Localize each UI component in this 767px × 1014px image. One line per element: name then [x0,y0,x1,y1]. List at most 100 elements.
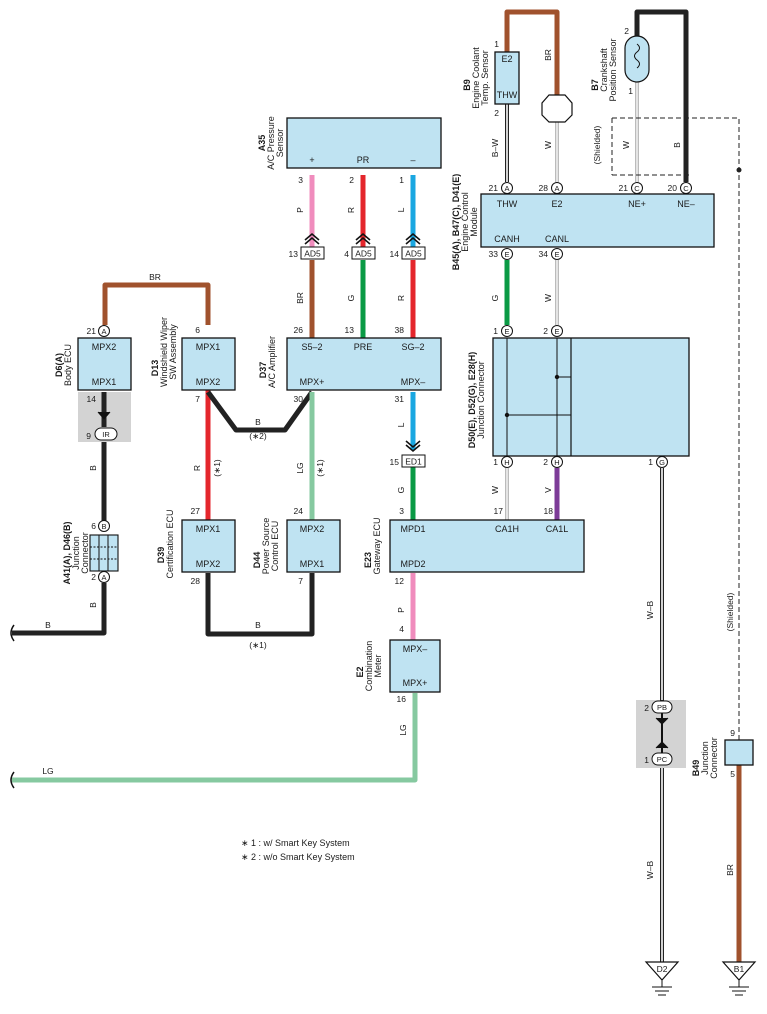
svg-text:30: 30 [294,394,304,404]
svg-text:THW: THW [497,90,518,100]
svg-text:A/C Pressure: A/C Pressure [266,116,276,170]
svg-text:D2: D2 [657,964,668,974]
svg-text:MPX2: MPX2 [196,559,221,569]
svg-text:B9: B9 [462,79,472,91]
svg-text:BR: BR [725,864,735,876]
svg-text:2: 2 [543,326,548,336]
svg-text:MPX+: MPX+ [403,678,428,688]
b9-box [494,51,520,105]
svg-text:–: – [410,155,415,165]
wire-color-labels: BR B (∗2) B (∗1) B LG P R L BR G R L G P… [42,49,735,879]
svg-text:1: 1 [493,326,498,336]
svg-text:MPX+: MPX+ [300,377,325,387]
svg-text:(∗1): (∗1) [212,459,222,477]
svg-text:Gateway ECU: Gateway ECU [372,517,382,574]
footnote-2: ∗ 2 : w/o Smart Key System [241,852,355,862]
svg-text:G: G [346,295,356,302]
svg-text:D6(A): D6(A) [54,353,64,377]
svg-text:S5–2: S5–2 [301,342,322,352]
svg-text:A35: A35 [257,135,267,152]
svg-text:D50(E), D52(G), E28(H): D50(E), D52(G), E28(H) [467,352,477,449]
svg-text:B: B [255,417,261,427]
svg-text:BR: BR [149,272,161,282]
svg-text:D39: D39 [156,547,166,564]
svg-text:BR: BR [543,49,553,61]
svg-text:E: E [504,327,509,336]
svg-text:MPD1: MPD1 [400,524,425,534]
svg-text:38: 38 [395,325,405,335]
svg-text:BR: BR [295,292,305,304]
svg-text:2: 2 [644,703,649,713]
svg-text:14: 14 [390,249,400,259]
svg-text:A: A [101,573,106,582]
wire-b-b7 [634,9,689,182]
svg-text:9: 9 [86,431,91,441]
b49-box [724,739,754,766]
svg-text:Position Sensor: Position Sensor [608,38,618,101]
svg-text:B: B [255,620,261,630]
svg-text:Certification ECU: Certification ECU [165,509,175,578]
svg-text:H: H [504,458,509,467]
svg-text:NE–: NE– [677,199,695,209]
svg-text:E2: E2 [501,54,512,64]
svg-text:5: 5 [730,769,735,779]
svg-text:(∗1): (∗1) [249,640,267,650]
svg-text:Power Source: Power Source [261,518,271,575]
svg-text:B: B [88,602,98,608]
svg-text:4: 4 [399,624,404,634]
svg-text:G: G [396,487,406,494]
svg-text:B: B [101,522,106,531]
svg-text:P: P [295,207,305,213]
svg-text:PC: PC [657,755,668,764]
svg-text:A: A [554,184,559,193]
svg-text:+: + [309,155,314,165]
component-names: A35 A/C Pressure Sensor B9 Engine Coolan… [54,38,719,778]
svg-text:1: 1 [493,457,498,467]
svg-text:Sensor: Sensor [275,129,285,158]
svg-text:Junction: Junction [71,536,81,570]
svg-text:C: C [634,184,640,193]
svg-text:LG: LG [398,724,408,735]
svg-text:(∗2): (∗2) [249,431,267,441]
svg-text:CA1L: CA1L [546,524,569,534]
svg-text:34: 34 [539,249,549,259]
svg-text:17: 17 [494,506,504,516]
svg-text:B1: B1 [734,964,745,974]
svg-text:Control ECU: Control ECU [270,521,280,572]
svg-text:W: W [490,486,500,494]
svg-text:E2: E2 [551,199,562,209]
d39-box [181,519,236,573]
svg-text:L: L [396,422,406,427]
svg-text:B7: B7 [590,79,600,91]
svg-text:2: 2 [543,457,548,467]
ad5-label-3: AD5 [405,249,422,259]
svg-text:R: R [346,207,356,213]
ecm-box [480,193,715,248]
svg-text:G: G [490,295,500,302]
svg-text:E: E [504,250,509,259]
svg-text:Body ECU: Body ECU [63,344,73,386]
svg-text:CA1H: CA1H [495,524,519,534]
svg-text:28: 28 [191,576,201,586]
svg-text:A/C Amplifier: A/C Amplifier [267,336,277,388]
ir-connector [94,427,118,441]
svg-text:1: 1 [494,39,499,49]
svg-text:Connector: Connector [80,532,90,574]
svg-text:B: B [672,142,682,148]
svg-text:1: 1 [648,457,653,467]
ground-b1: B1 [721,961,757,996]
svg-text:MPD2: MPD2 [400,559,425,569]
svg-text:2: 2 [624,26,629,36]
svg-text:MPX2: MPX2 [196,377,221,387]
ed1-label: ED1 [405,457,422,467]
wire-b-a41-left [12,583,107,636]
d6-box [77,337,132,391]
svg-text:2: 2 [494,108,499,118]
svg-text:CANL: CANL [545,234,569,244]
svg-text:E23: E23 [363,552,373,568]
footnotes: ∗ 1 : w/ Smart Key System ∗ 2 : w/o Smar… [241,838,355,862]
svg-text:9: 9 [730,728,735,738]
e23-box [389,519,585,573]
box-terminal-labels: + PR – E2 THW THW E2 NE+ NE– CANH CANL M… [92,54,695,688]
svg-text:E2: E2 [355,666,365,677]
